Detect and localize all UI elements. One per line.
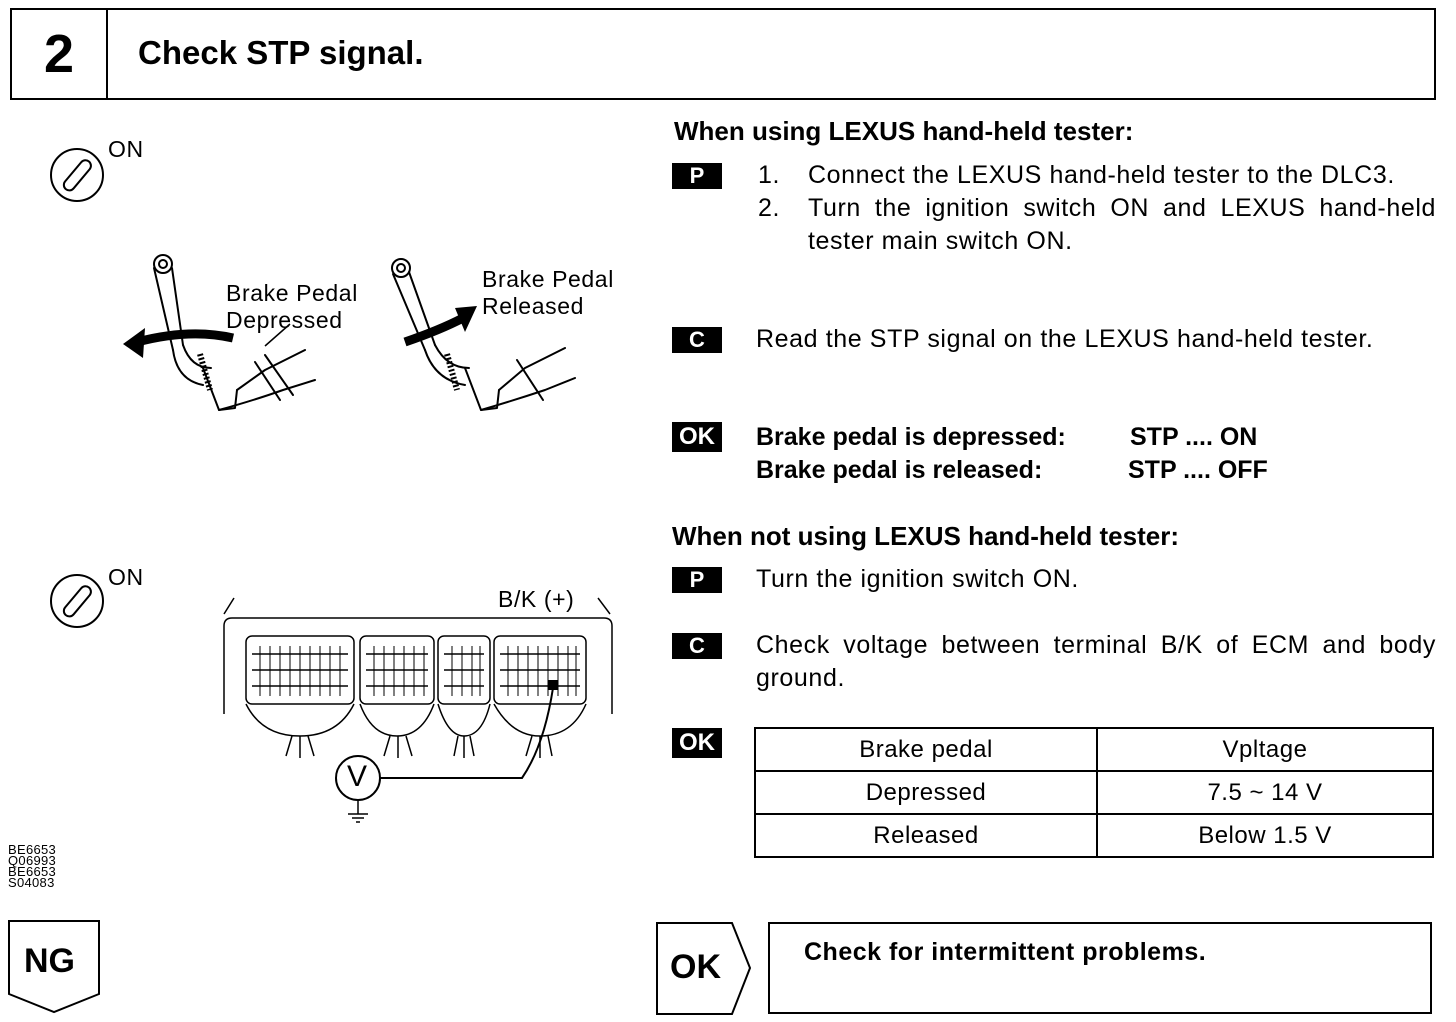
brake-pedal-released-illustration xyxy=(391,258,576,411)
p-label-box: P xyxy=(672,567,722,593)
label-line: Depressed xyxy=(226,307,343,333)
figure-ids: BE6653 Q06993 BE6653 S04083 xyxy=(8,842,57,890)
ok-result-label: OK xyxy=(670,948,721,986)
step-text: Connect the LEXUS hand-held tester to th… xyxy=(808,161,1395,189)
criteria-value: STP .... ON xyxy=(1130,423,1258,451)
table-cell: Released xyxy=(754,813,1098,858)
step-title: Check STP signal. xyxy=(138,34,424,71)
table-row: Released Below 1.5 V xyxy=(754,813,1434,858)
tester-check-text: Read the STP signal on the LEXUS hand-he… xyxy=(756,325,1374,353)
with-tester-title: When using LEXUS hand-held tester: xyxy=(674,116,1134,146)
step-row: 1. Connect the LEXUS hand-held tester to… xyxy=(758,159,1436,192)
brake-pedal-released-label: Brake Pedal Released xyxy=(482,266,614,320)
label-line: Brake Pedal xyxy=(226,280,358,306)
table-header-cell: Vpltage xyxy=(1096,727,1434,772)
ng-result-arrow xyxy=(8,920,100,1014)
voltage-table: Brake pedal Vpltage Depressed 7.5 ~ 14 V… xyxy=(754,727,1434,858)
step-number: 1. xyxy=(758,161,781,189)
brake-pedal-depressed-label: Brake Pedal Depressed xyxy=(226,280,358,334)
ok-label-box: OK xyxy=(672,728,722,758)
figure-id: BE6653 xyxy=(8,842,57,857)
figure-id: BE6653 xyxy=(8,864,57,879)
criteria-row: Brake pedal is released: STP .... OFF xyxy=(756,454,1268,487)
step-text: Turn the ignition switch ON and LEXUS ha… xyxy=(808,194,1436,255)
ok-result-arrow xyxy=(656,922,752,1015)
label-line: Brake Pedal xyxy=(482,266,614,292)
tester-ok-criteria: Brake pedal is depressed: STP .... ON Br… xyxy=(756,421,1268,487)
c-label-box: C xyxy=(672,633,722,659)
ng-label: NG xyxy=(24,942,75,980)
table-row: Depressed 7.5 ~ 14 V xyxy=(754,770,1434,815)
terminal-label: B/K (+) xyxy=(498,586,575,612)
table-header-row: Brake pedal Vpltage xyxy=(754,727,1434,772)
criteria-value: STP .... OFF xyxy=(1128,456,1268,484)
figure-id: Q06993 xyxy=(8,853,57,868)
tester-steps: 1. Connect the LEXUS hand-held tester to… xyxy=(758,159,1436,258)
table-header-cell: Brake pedal xyxy=(754,727,1098,772)
voltmeter-symbol: V xyxy=(347,760,368,793)
figure-id: S04083 xyxy=(8,875,55,890)
criteria-condition: Brake pedal is depressed: xyxy=(756,423,1066,451)
without-tester-title: When not using LEXUS hand-held tester: xyxy=(672,521,1179,551)
ignition-switch-icon xyxy=(50,574,104,628)
p-label-box: P xyxy=(672,163,722,189)
step-number: 2 xyxy=(12,10,108,98)
ok-result-box: Check for intermittent problems. xyxy=(768,922,1432,1014)
ok-result-action: Check for intermittent problems. xyxy=(804,938,1207,966)
table-cell: 7.5 ~ 14 V xyxy=(1096,770,1434,815)
ignition-on-label: ON xyxy=(108,564,144,590)
criteria-condition: Brake pedal is released: xyxy=(756,456,1043,484)
criteria-row: Brake pedal is depressed: STP .... ON xyxy=(756,421,1268,454)
label-line: Released xyxy=(482,293,584,319)
table-cell: Depressed xyxy=(754,770,1098,815)
no-tester-prep-text: Turn the ignition switch ON. xyxy=(756,565,1079,593)
table-cell: Below 1.5 V xyxy=(1096,813,1434,858)
ignition-on-label: ON xyxy=(108,136,144,162)
ok-label-box: OK xyxy=(672,422,722,452)
step-number: 2. xyxy=(758,194,781,222)
step-row: 2. Turn the ignition switch ON and LEXUS… xyxy=(758,192,1436,258)
ecm-connector-illustration xyxy=(223,597,613,823)
brake-pedal-depressed-illustration xyxy=(123,254,316,411)
no-tester-check-text: Check voltage between terminal B/K of EC… xyxy=(756,631,1436,692)
step-header: 2 Check STP signal. xyxy=(10,8,1436,100)
ignition-switch-icon xyxy=(50,148,104,202)
c-label-box: C xyxy=(672,327,722,353)
